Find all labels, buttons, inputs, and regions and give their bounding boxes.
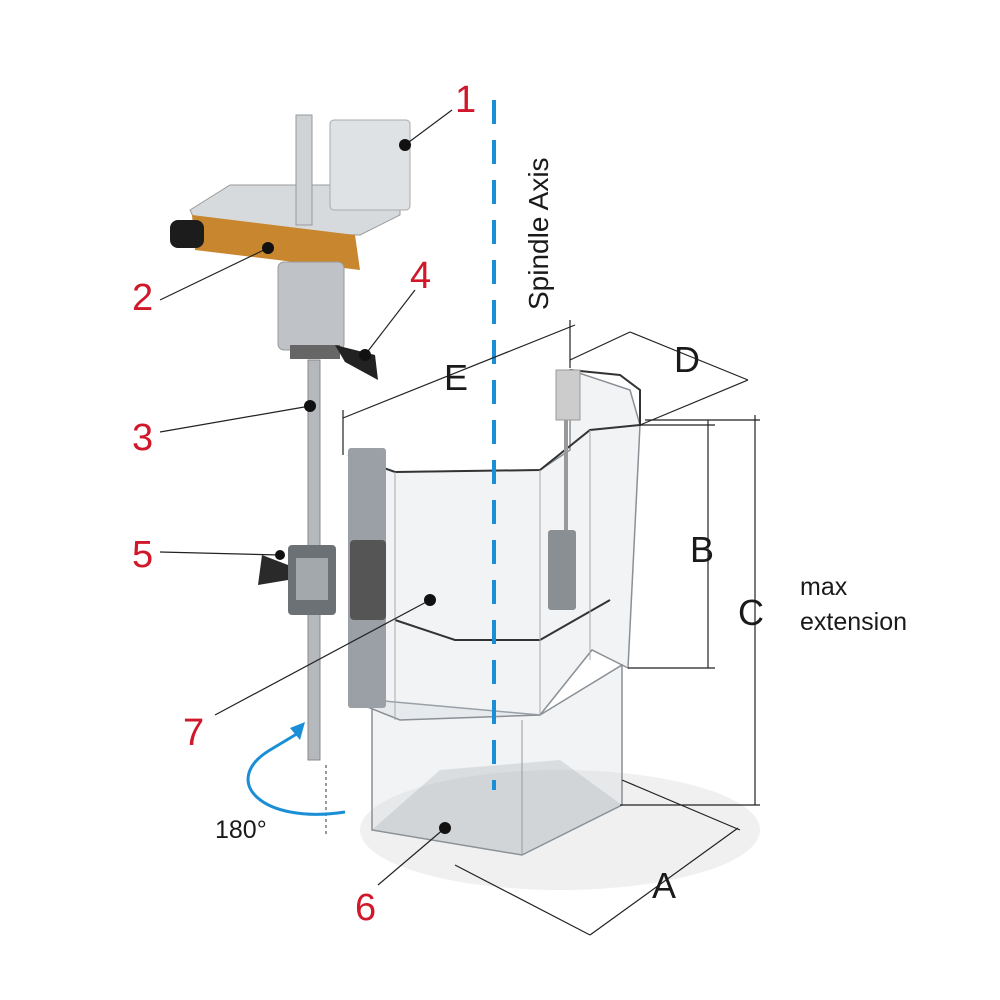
lower-guard <box>371 663 623 856</box>
callout-1: 1 <box>455 79 476 121</box>
callout-5: 5 <box>132 534 153 576</box>
leader-lines <box>159 109 453 886</box>
dim-c: C <box>738 592 764 633</box>
rotation-arrow <box>246 730 346 816</box>
dim-b: B <box>690 529 714 570</box>
callout-2: 2 <box>132 277 153 319</box>
drive-head <box>170 114 411 380</box>
dim-d: D <box>674 339 700 380</box>
callout-6: 6 <box>355 887 376 929</box>
shadow <box>360 770 760 890</box>
max-label: max <box>800 573 848 601</box>
dim-a: A <box>652 865 676 906</box>
callout-4: 4 <box>410 255 431 297</box>
extension-label: extension <box>800 608 907 636</box>
dim-e: E <box>444 357 468 398</box>
clamp <box>258 545 336 615</box>
dimension-lines <box>342 320 760 936</box>
callout-7: 7 <box>183 712 204 754</box>
rotation-label: 180° <box>215 816 267 844</box>
spindle-axis-label: Spindle Axis <box>523 157 554 310</box>
callout-3: 3 <box>132 417 153 459</box>
arrow-head-icon <box>290 722 305 740</box>
